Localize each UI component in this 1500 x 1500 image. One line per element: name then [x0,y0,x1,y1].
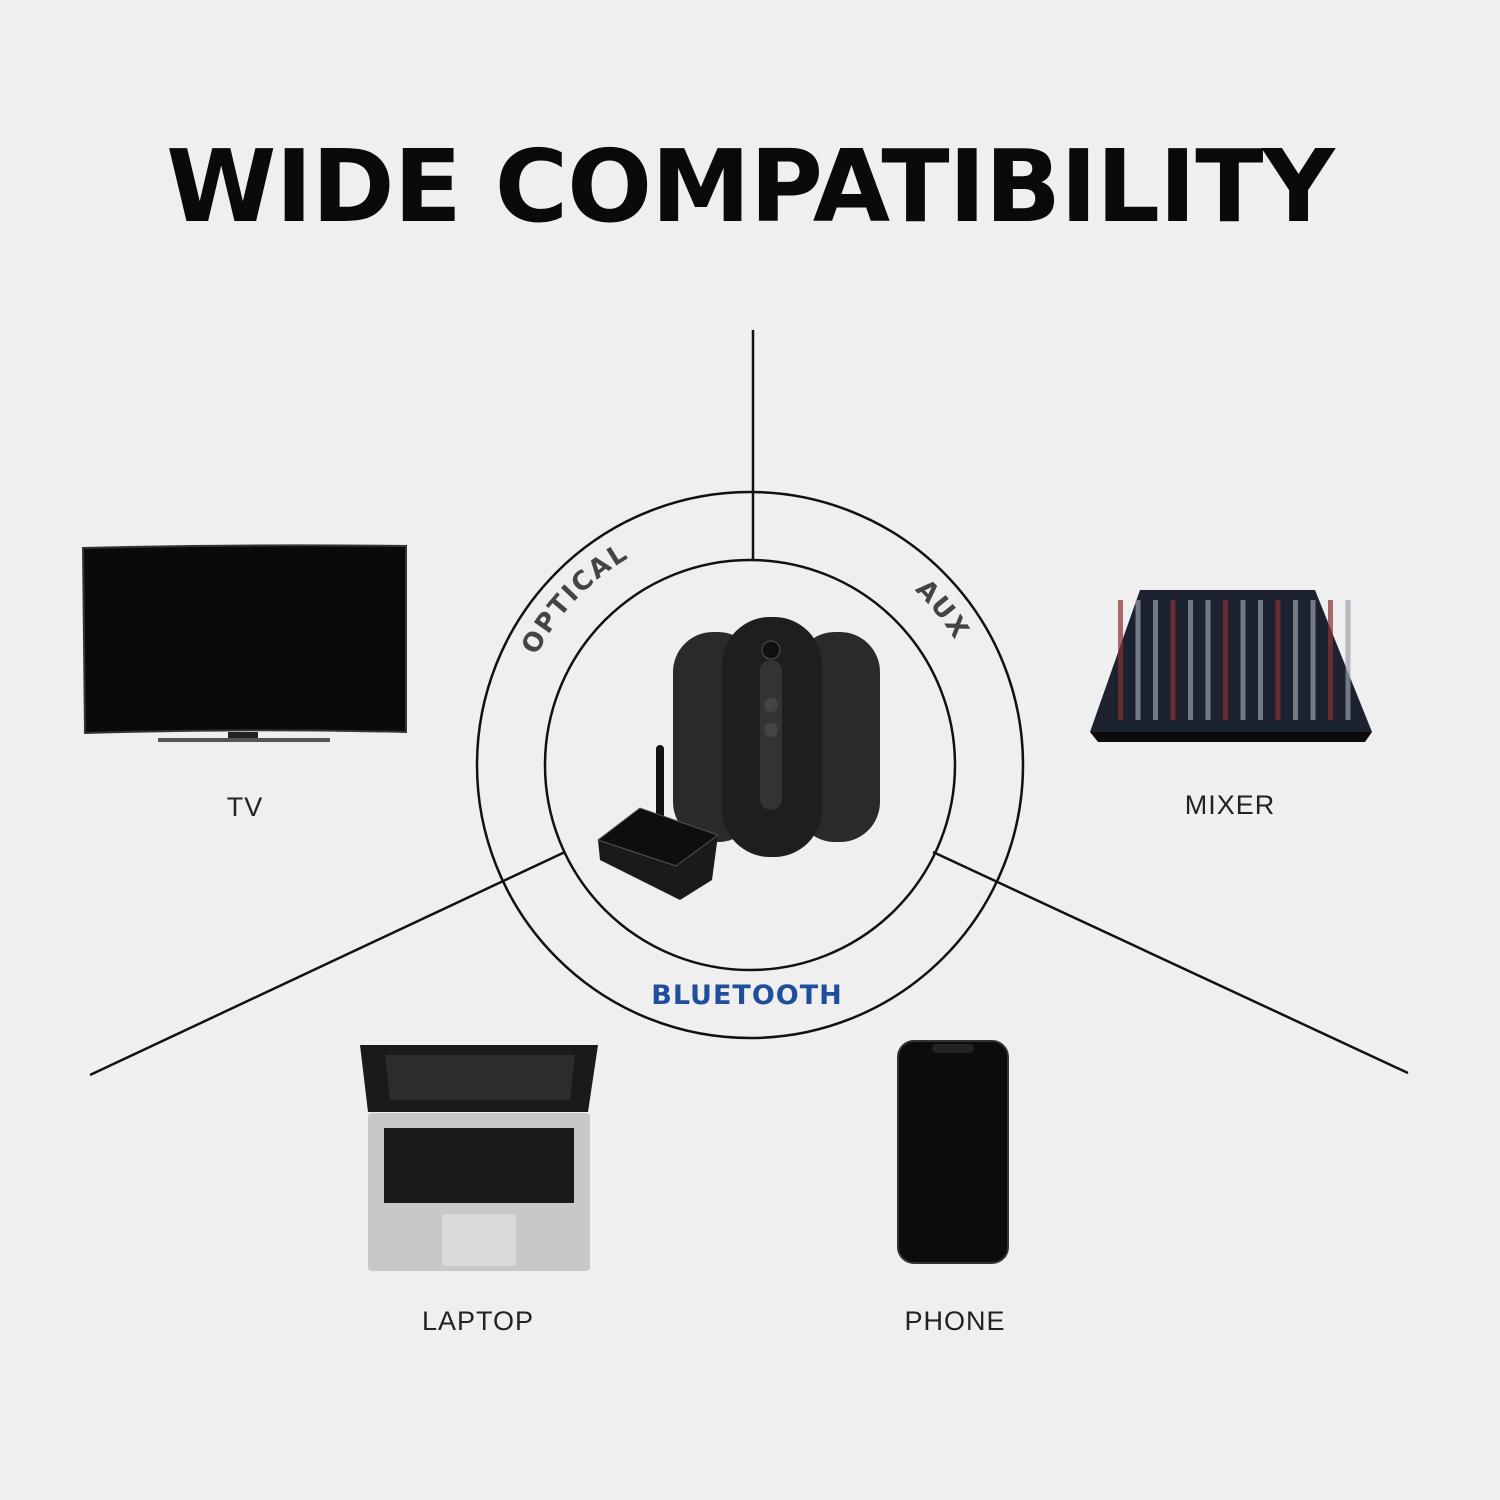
mixer-channel-strip [1223,600,1228,720]
speakers-and-transmitter-image [596,617,880,900]
mixer-label: MIXER [1184,790,1276,820]
mixer-channel-strip [1240,600,1246,720]
inner-ring [543,558,957,972]
mixer-channel-strip [1118,600,1123,720]
mixer-channel-strip [1135,600,1141,720]
mixer-channel-strip [1153,600,1158,720]
tv-image [81,544,407,742]
phone-label: PHONE [904,1306,1006,1336]
svg-text:AUX: AUX [909,574,975,646]
mixer-channel-strip [1275,600,1281,720]
phone-image [897,1040,1009,1264]
aux-label: AUX [909,574,973,646]
mixer-channel-strip [1293,600,1298,720]
mixer-channel-strip [1188,600,1193,720]
laptop-label: LAPTOP [421,1306,535,1336]
mixer-channel-strip [1258,600,1263,720]
bluetooth-label: BLUETOOTH [651,980,843,1011]
mixer-channel-strip [1170,600,1176,720]
page-title: WIDE COMPATIBILITY [166,128,1335,245]
mixer-channel-strip [1310,600,1316,720]
mixer-channel-strip [1345,600,1351,720]
connector-line-left [89,850,566,1077]
mixer-channel-strip [1328,600,1333,720]
mixer-image [1090,590,1372,742]
tv-label: TV [226,792,264,822]
connector-line-right [932,850,1409,1075]
mixer-channel-strip [1205,600,1211,720]
laptop-image [360,1045,598,1271]
outer-ring [475,490,1025,1040]
